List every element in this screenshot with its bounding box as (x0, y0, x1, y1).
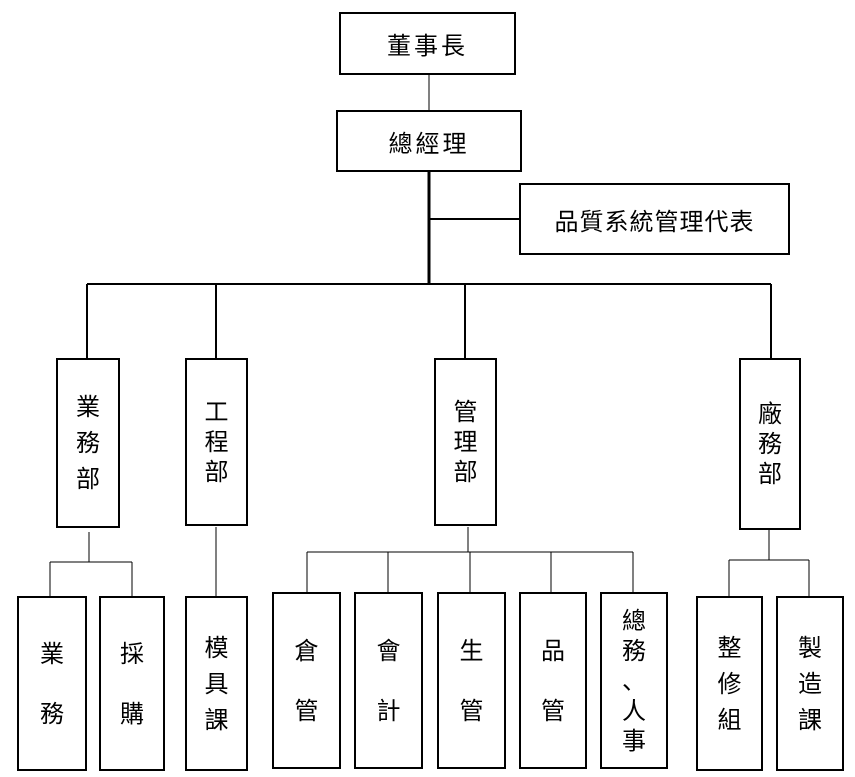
general-affairs-hr-char-2: 務 (622, 636, 646, 665)
production-control-unit-box: 生 管 (437, 592, 506, 769)
maintenance-group-char-3: 組 (717, 705, 742, 734)
sales-dept-char-2: 務 (76, 429, 100, 457)
quality-control-unit-box: 品 管 (519, 592, 587, 769)
quality-control-unit-char-1: 品 (541, 636, 565, 665)
accounting-unit-char-1: 會 (376, 636, 401, 665)
factory-dept-box: 廠 務 部 (739, 358, 801, 530)
general-affairs-hr-char-4: 人 (622, 696, 646, 725)
general-affairs-hr-char-1: 總 (622, 606, 646, 635)
warehouse-unit-char-2: 管 (294, 696, 319, 725)
engineering-dept-box: 工 程 部 (185, 358, 248, 526)
production-control-unit-char-2: 管 (459, 696, 484, 725)
mold-section-char-3: 課 (204, 705, 229, 734)
sales-dept-box: 業 務 部 (56, 358, 120, 528)
general-manager-box: 總經理 (336, 110, 522, 172)
chairman-label: 董事長 (387, 32, 468, 60)
qa-representative-box: 品質系統管理代表 (519, 183, 790, 255)
engineering-dept-char-1: 工 (204, 398, 229, 426)
maintenance-group-char-2: 修 (717, 669, 742, 698)
factory-dept-char-3: 部 (758, 460, 782, 488)
management-dept-box: 管 理 部 (434, 358, 497, 526)
factory-dept-char-2: 務 (758, 430, 782, 458)
sales-dept-char-3: 部 (76, 465, 100, 493)
manufacturing-section-box: 製 造 課 (776, 596, 844, 771)
general-affairs-hr-char-5: 事 (622, 726, 646, 755)
management-dept-char-2: 理 (453, 428, 478, 456)
maintenance-group-box: 整 修 組 (696, 596, 763, 771)
manufacturing-section-char-3: 課 (798, 705, 822, 734)
production-control-unit-char-1: 生 (459, 636, 484, 665)
mold-section-char-1: 模 (204, 633, 229, 662)
general-affairs-hr-char-3: 、 (622, 666, 646, 695)
engineering-dept-char-3: 部 (204, 458, 229, 486)
management-dept-char-1: 管 (453, 398, 478, 426)
manufacturing-section-char-1: 製 (798, 633, 822, 662)
mold-section-char-2: 具 (204, 669, 229, 698)
sales-dept-char-1: 業 (76, 393, 100, 421)
quality-control-unit-char-2: 管 (541, 696, 565, 725)
purchasing-unit-char-1: 採 (120, 639, 144, 668)
sales-unit-char-1: 業 (40, 639, 64, 668)
general-manager-label: 總經理 (388, 129, 470, 158)
purchasing-unit-box: 採 購 (99, 596, 165, 771)
mold-section-box: 模 具 課 (185, 596, 248, 771)
accounting-unit-box: 會 計 (354, 592, 423, 769)
management-dept-char-3: 部 (453, 458, 478, 486)
sales-unit-char-2: 務 (40, 699, 64, 728)
engineering-dept-char-2: 程 (204, 428, 229, 456)
purchasing-unit-char-2: 購 (120, 699, 144, 728)
factory-dept-char-1: 廠 (758, 400, 782, 428)
warehouse-unit-box: 倉 管 (272, 592, 341, 769)
warehouse-unit-char-1: 倉 (294, 636, 319, 665)
maintenance-group-char-1: 整 (717, 633, 742, 662)
accounting-unit-char-2: 計 (376, 696, 401, 725)
qa-representative-label: 品質系統管理代表 (554, 207, 755, 236)
sales-unit-box: 業 務 (17, 596, 87, 771)
manufacturing-section-char-2: 造 (798, 669, 822, 698)
general-affairs-hr-unit-box: 總 務 、 人 事 (600, 592, 668, 769)
chairman-box: 董事長 (339, 12, 516, 75)
